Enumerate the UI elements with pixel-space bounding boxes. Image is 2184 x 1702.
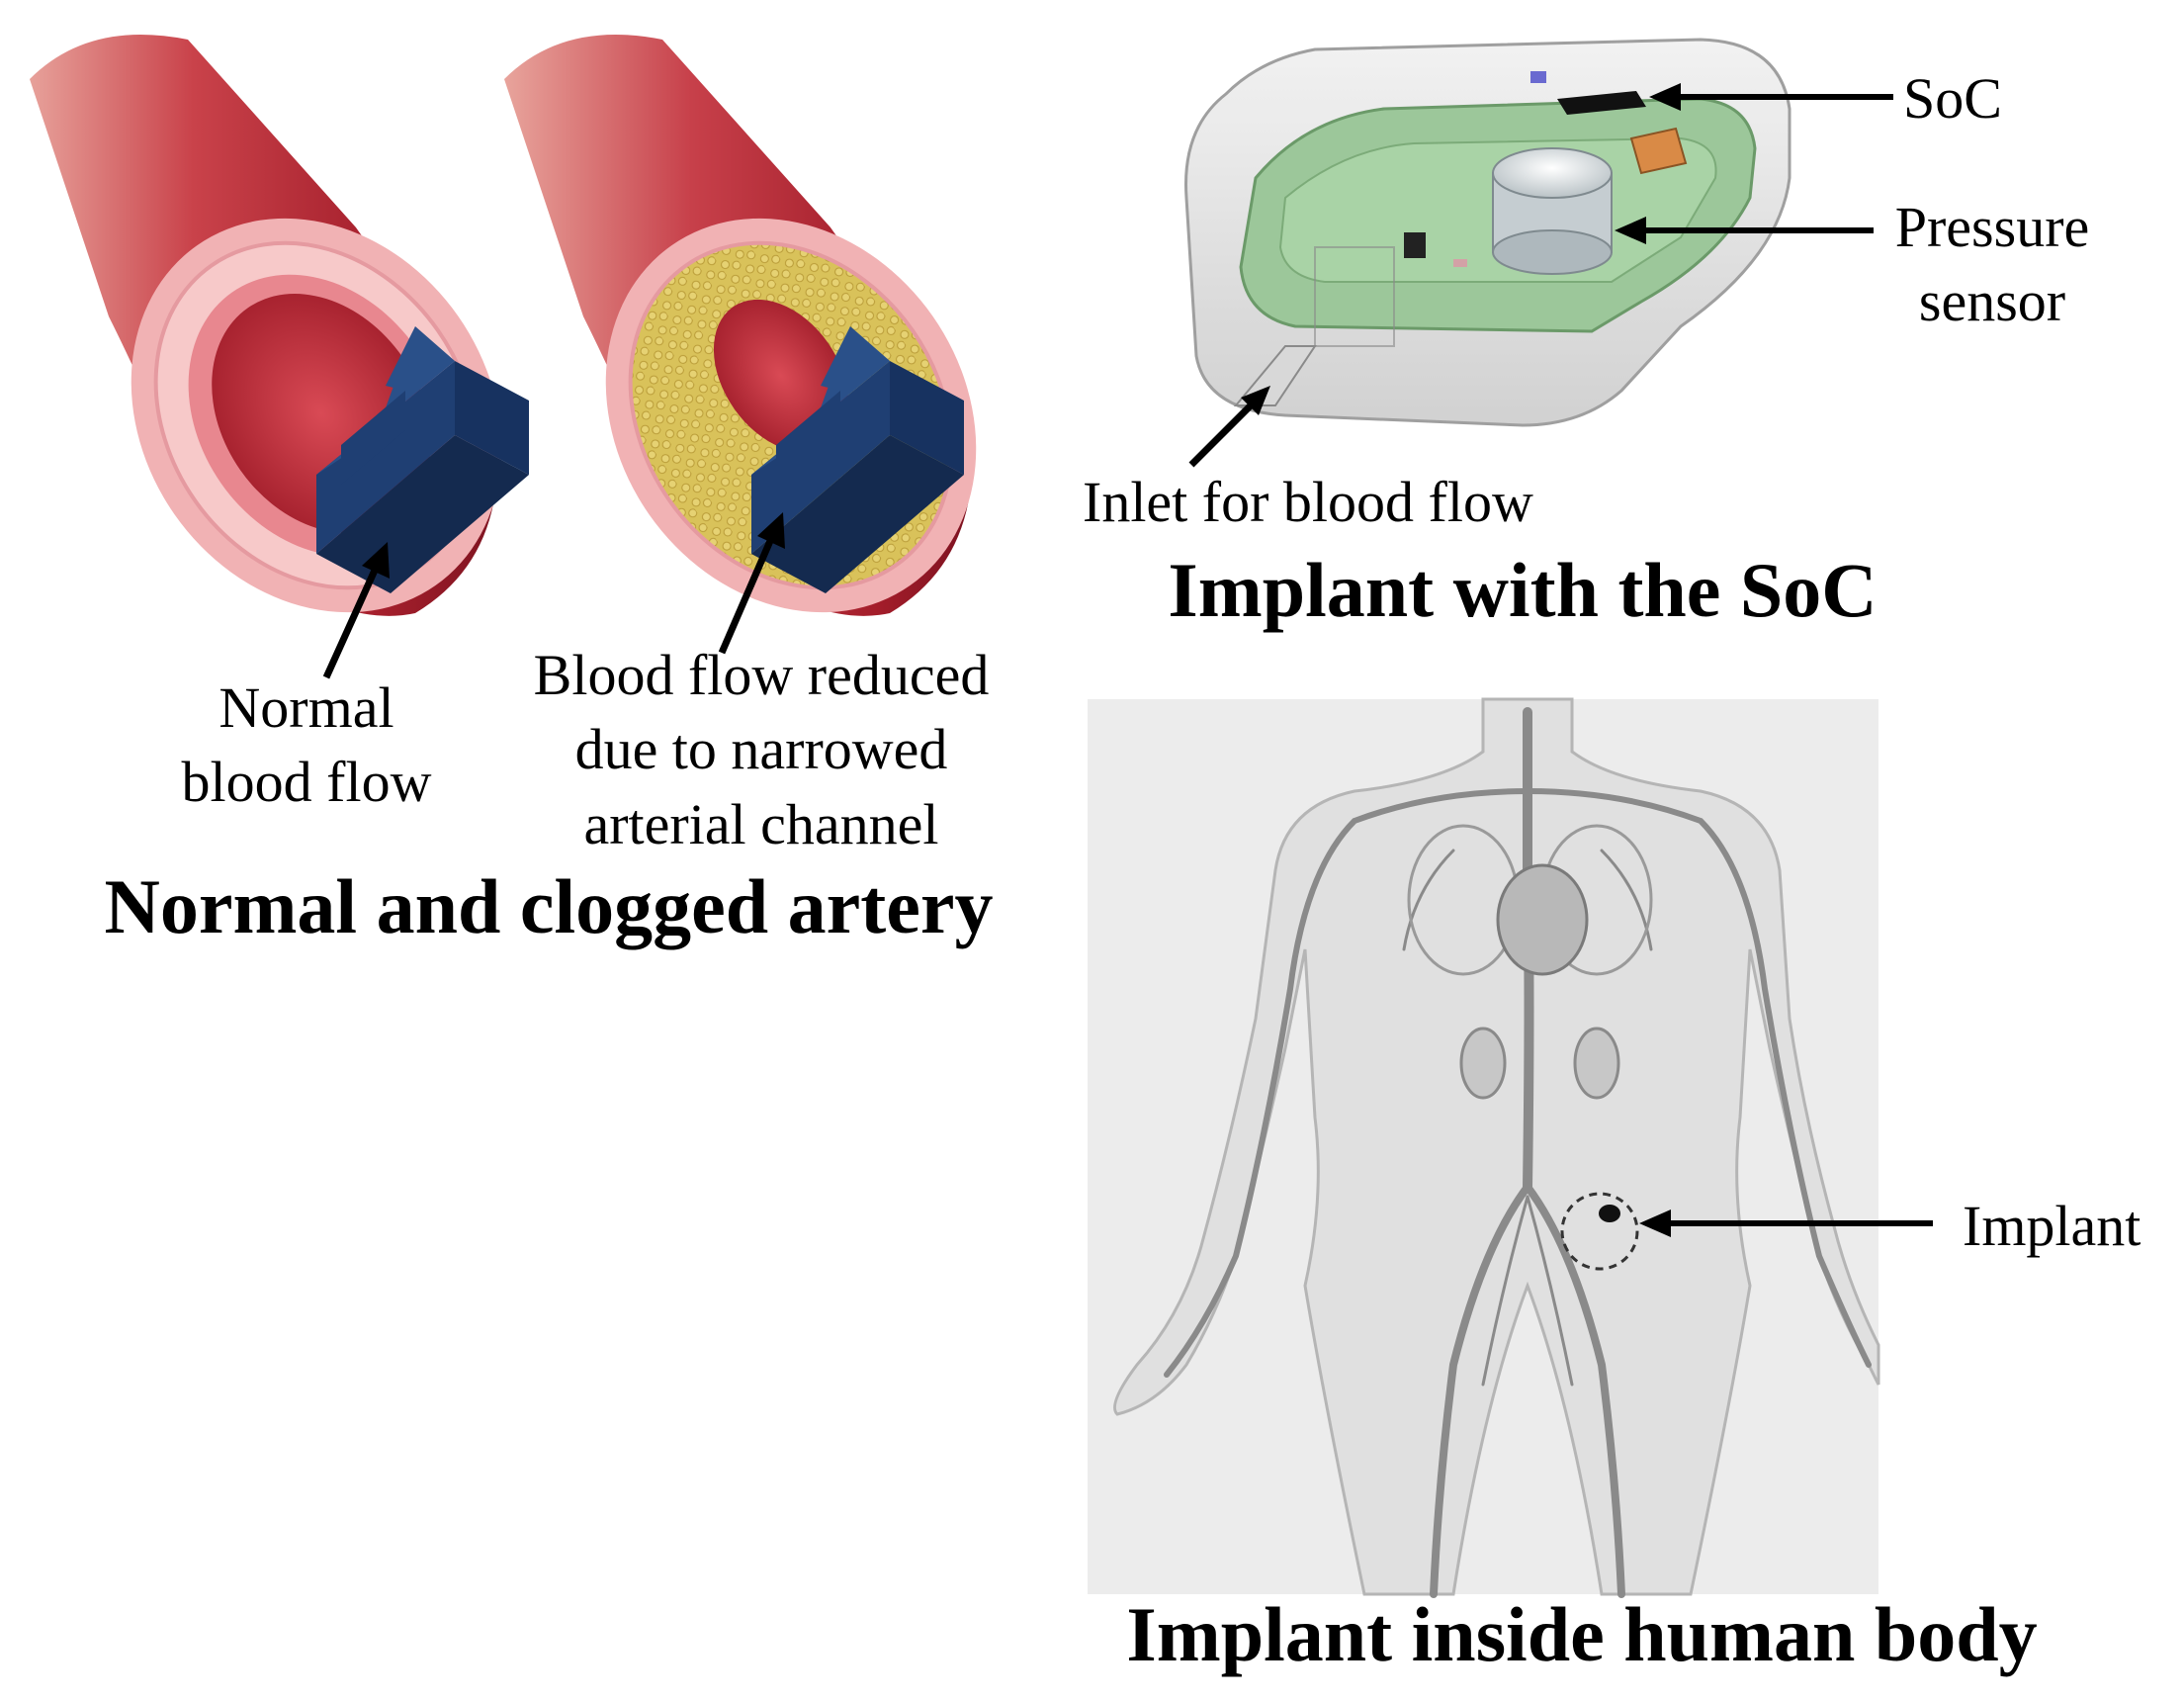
pressure-sensor-label: Pressure sensor bbox=[1874, 190, 2111, 339]
body-silhouette bbox=[1113, 697, 1880, 1596]
soc-chip bbox=[1557, 91, 1646, 115]
implant-label: Implant bbox=[1963, 1194, 2141, 1258]
reduced-flow-label: Blood flow reduced due to narrowed arter… bbox=[494, 638, 1028, 861]
reduced-flow-label-line3: arterial channel bbox=[583, 791, 939, 856]
normal-flow-callout-arrow bbox=[322, 542, 390, 679]
inlet-label: Inlet for blood flow bbox=[1083, 470, 1533, 534]
normal-flow-label: Normal blood flow bbox=[158, 671, 455, 820]
reduced-flow-callout-arrow bbox=[718, 512, 785, 655]
body-panel-title: Implant inside human body bbox=[1126, 1591, 2038, 1677]
soc-callout-arrow bbox=[1649, 83, 1893, 111]
reduced-flow-label-line1: Blood flow reduced bbox=[533, 643, 990, 707]
inlet-callout-arrow bbox=[1188, 386, 1270, 468]
implant-callout-arrow bbox=[1639, 1209, 1933, 1237]
normal-flow-arrow bbox=[316, 326, 529, 593]
reduced-flow-label-line2: due to narrowed bbox=[574, 717, 948, 782]
artery-panel-title: Normal and clogged artery bbox=[104, 863, 994, 949]
implant-highlight-circle bbox=[1560, 1192, 1639, 1271]
blood-vessels bbox=[1164, 707, 1872, 1598]
heart bbox=[1496, 863, 1589, 976]
pressure-sensor-label-line1: Pressure bbox=[1894, 195, 2090, 259]
implant-marker bbox=[1599, 1205, 1620, 1222]
clogged-flow-arrow bbox=[751, 326, 964, 593]
pressure-sensor-label-line2: sensor bbox=[1918, 269, 2066, 334]
normal-flow-label-line2: blood flow bbox=[181, 750, 432, 815]
implant-panel-title: Implant with the SoC bbox=[1168, 547, 1878, 633]
left-kidney bbox=[1459, 1027, 1507, 1100]
normal-flow-label-line1: Normal bbox=[218, 675, 394, 740]
right-kidney bbox=[1573, 1027, 1620, 1100]
pressure-sensor-callout-arrow bbox=[1615, 217, 1874, 244]
soc-label: SoC bbox=[1903, 66, 2002, 131]
